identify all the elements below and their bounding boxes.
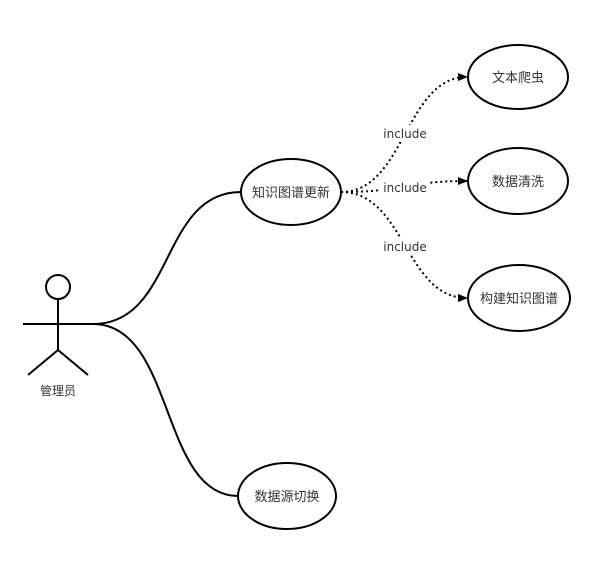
use-case-clean[interactable]: 数据清洗 (467, 147, 569, 215)
include-label-bg-crawl (381, 125, 429, 141)
use-case-build-kg[interactable]: 构建知识图谱 (467, 264, 571, 332)
include-edge-build (340, 191, 468, 302)
actor-admin[interactable]: 管理员 (23, 274, 93, 398)
use-case-update-kg[interactable]: 知识图谱更新 (240, 158, 342, 226)
use-case-clean-label: 数据清洗 (492, 175, 544, 190)
use-case-crawl-label: 文本爬虫 (492, 71, 544, 86)
include-label-crawl: include (383, 127, 426, 141)
actor-label: 管理员 (40, 383, 76, 398)
association-switch-source (92, 323, 239, 497)
use-case-update-kg-label: 知识图谱更新 (252, 185, 330, 201)
use-case-build-kg-label: 构建知识图谱 (480, 291, 558, 307)
use-case-switch-source[interactable]: 数据源切换 (237, 462, 337, 530)
use-case-crawl[interactable]: 文本爬虫 (467, 44, 569, 110)
actor-right-leg (57, 349, 89, 376)
include-label-bg-clean (381, 179, 429, 195)
include-label-build: include (383, 240, 426, 254)
association-update-kg (92, 191, 242, 325)
actor-head (45, 274, 71, 300)
use-case-switch-source-label: 数据源切换 (254, 490, 319, 505)
include-label-clean: include (383, 181, 426, 195)
actor-left-leg (27, 349, 59, 376)
include-label-bg-build (381, 238, 429, 254)
